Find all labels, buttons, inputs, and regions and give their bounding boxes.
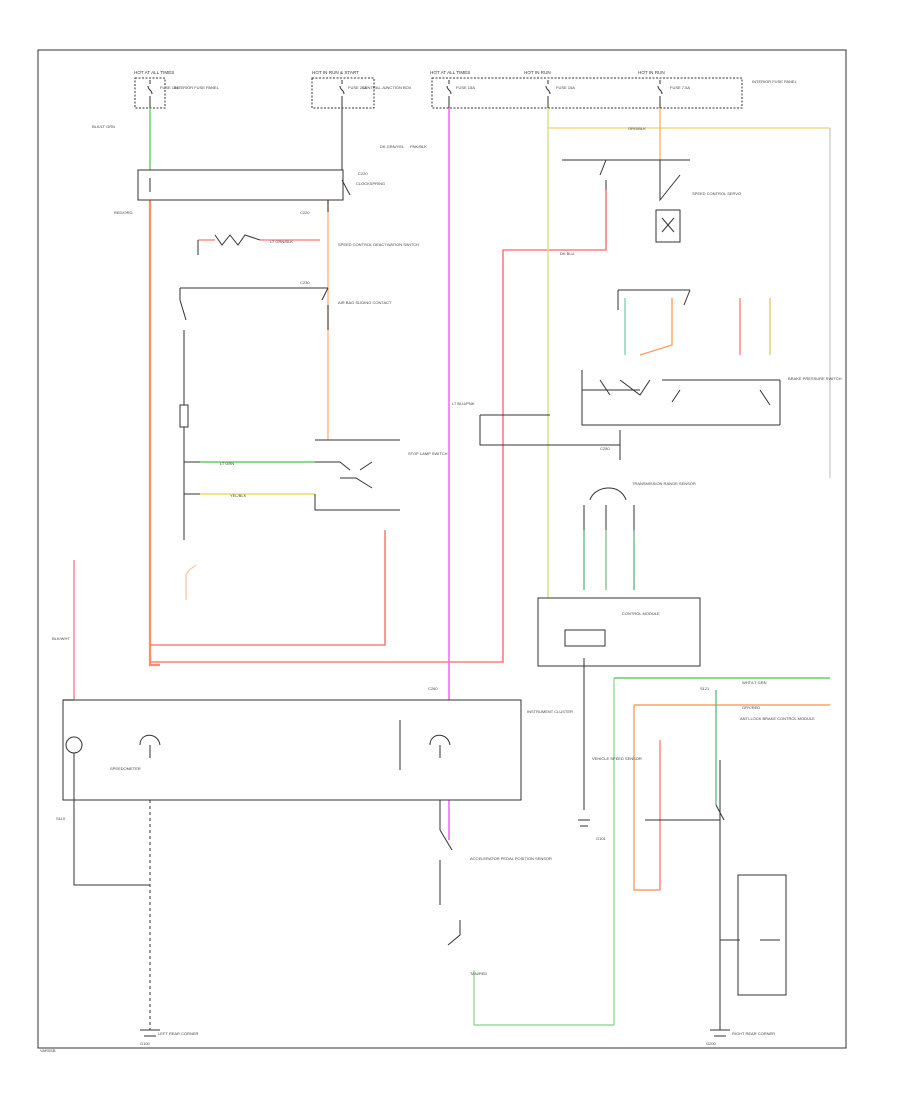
ground-g101: G101 (596, 836, 607, 841)
ground-g100: G100 (140, 1041, 151, 1046)
fuse-panel-label-3: INTERIOR FUSE PANEL (752, 79, 798, 84)
speed-control-deactivation-switch-label: SPEED CONTROL DEACTIVATION SWITCH (338, 242, 419, 247)
ground-g200: G200 (706, 1041, 717, 1046)
fuse-panel-label-2: CENTRAL JUNCTION BOX (362, 85, 412, 90)
black-wiring: C220 (62, 108, 787, 1037)
component-labels: CLOCKSPRING SPEED CONTROL DEACTIVATION S… (56, 181, 842, 1046)
wire-color-labels: BLK/LT GRN RED/ORG LT GRN YEL/BLK LT GRN… (52, 124, 767, 976)
connector-c230: C230 (300, 280, 310, 285)
stop-lamp-switch-label: STOP LAMP SWITCH (408, 451, 448, 456)
transmission-range-sensor-label: TRANSMISSION RANGE SENSOR (632, 481, 696, 486)
connector-c220: C220 (300, 210, 310, 215)
instrument-cluster-box (62, 699, 522, 801)
svg-text:LT GRN: LT GRN (220, 461, 234, 466)
speed-control-servo-label: SPEED CONTROL SERVO (692, 191, 741, 196)
wire-red-org-return (150, 530, 386, 646)
fuse-4-name: FUSE 15A (556, 85, 575, 90)
connector-c250: C250 (600, 446, 610, 451)
fuse-block-1: HOT AT ALL TIMES FUSE 15A INTERIOR FUSE … (134, 70, 220, 109)
svg-text:DK GRN/YEL: DK GRN/YEL (380, 144, 405, 149)
svg-text:BLK/LT GRN: BLK/LT GRN (92, 124, 115, 129)
fuse-3-name: FUSE 15A (456, 85, 475, 90)
right-rear-corner-label: RIGHT REAR CORNER (732, 1031, 775, 1036)
fuse-4-hot-label: HOT IN RUN (524, 70, 551, 75)
wire-runs (73, 108, 831, 1026)
svg-text:WHT/LT GRN: WHT/LT GRN (742, 680, 767, 685)
speedometer-label: SPEEDOMETER (110, 766, 141, 771)
fuse-5-name: FUSE 7.5A (670, 85, 690, 90)
abs-module-label: ANTI-LOCK BRAKE CONTROL MODULE (740, 716, 815, 721)
fuse-panel-label-1: INTERIOR FUSE PANEL (174, 85, 220, 90)
control-module-label: CONTROL MODULE (622, 611, 660, 616)
fuse-5-hot-label: HOT IN RUN (638, 70, 665, 75)
instrument-cluster-label: INSTRUMENT CLUSTER (527, 709, 573, 714)
svg-text:LT BLU/PNK: LT BLU/PNK (452, 401, 475, 406)
fuse-1-name: FUSE 15A (160, 85, 179, 90)
svg-text:LT GRN/BLK: LT GRN/BLK (270, 239, 293, 244)
fuse-block-2: HOT IN RUN & START FUSE 20A CENTRAL JUNC… (311, 70, 412, 109)
svg-text:GRY/RED: GRY/RED (742, 705, 760, 710)
fuse-1-hot-label: HOT AT ALL TIMES (134, 70, 174, 75)
left-rear-corner-label: LEFT REAR CORNER (158, 1031, 198, 1036)
fuse-3-hot-label: HOT AT ALL TIMES (430, 70, 470, 75)
clockspring-box (137, 169, 344, 201)
svg-text:RED/ORG: RED/ORG (114, 210, 133, 215)
wire-red-org-trunk (148, 200, 160, 667)
svg-text:DK BLU: DK BLU (560, 251, 575, 256)
pedal-sensor-label: ACCELERATOR PEDAL POSITION SENSOR (470, 856, 552, 861)
diagram-frame (37, 49, 847, 1049)
svg-text:TAN/RED: TAN/RED (470, 971, 487, 976)
splice-s110: S110 (56, 816, 66, 821)
svg-text:YEL/BLK: YEL/BLK (230, 493, 247, 498)
splice-s121: S121 (700, 686, 710, 691)
brake-pressure-switch-label: BRAKE PRESSURE SWITCH (788, 376, 842, 381)
vehicle-speed-sensor-label: VEHICLE SPEED SENSOR (592, 756, 642, 761)
connector-c260: C260 (428, 686, 438, 691)
svg-text:PNK/BLK: PNK/BLK (410, 144, 427, 149)
fuse-2-hot-label: HOT IN RUN & START (312, 70, 359, 75)
wire-red-org-long (150, 190, 607, 663)
clockspring-label: CLOCKSPRING (356, 181, 385, 186)
svg-text:BLK/WHT: BLK/WHT (52, 636, 70, 641)
fuse-block-3: HOT AT ALL TIMES HOT IN RUN HOT IN RUN F… (430, 70, 798, 109)
svg-text:C220: C220 (358, 171, 368, 176)
fuse-2-name: FUSE 20A (348, 85, 367, 90)
footer-code: VAR0SB (40, 1048, 56, 1053)
air-bag-sliding-contact-label: AIR BAG SLIDING CONTACT (338, 300, 392, 305)
svg-text:ORG/BLK: ORG/BLK (628, 126, 646, 131)
control-module-box (537, 597, 701, 667)
